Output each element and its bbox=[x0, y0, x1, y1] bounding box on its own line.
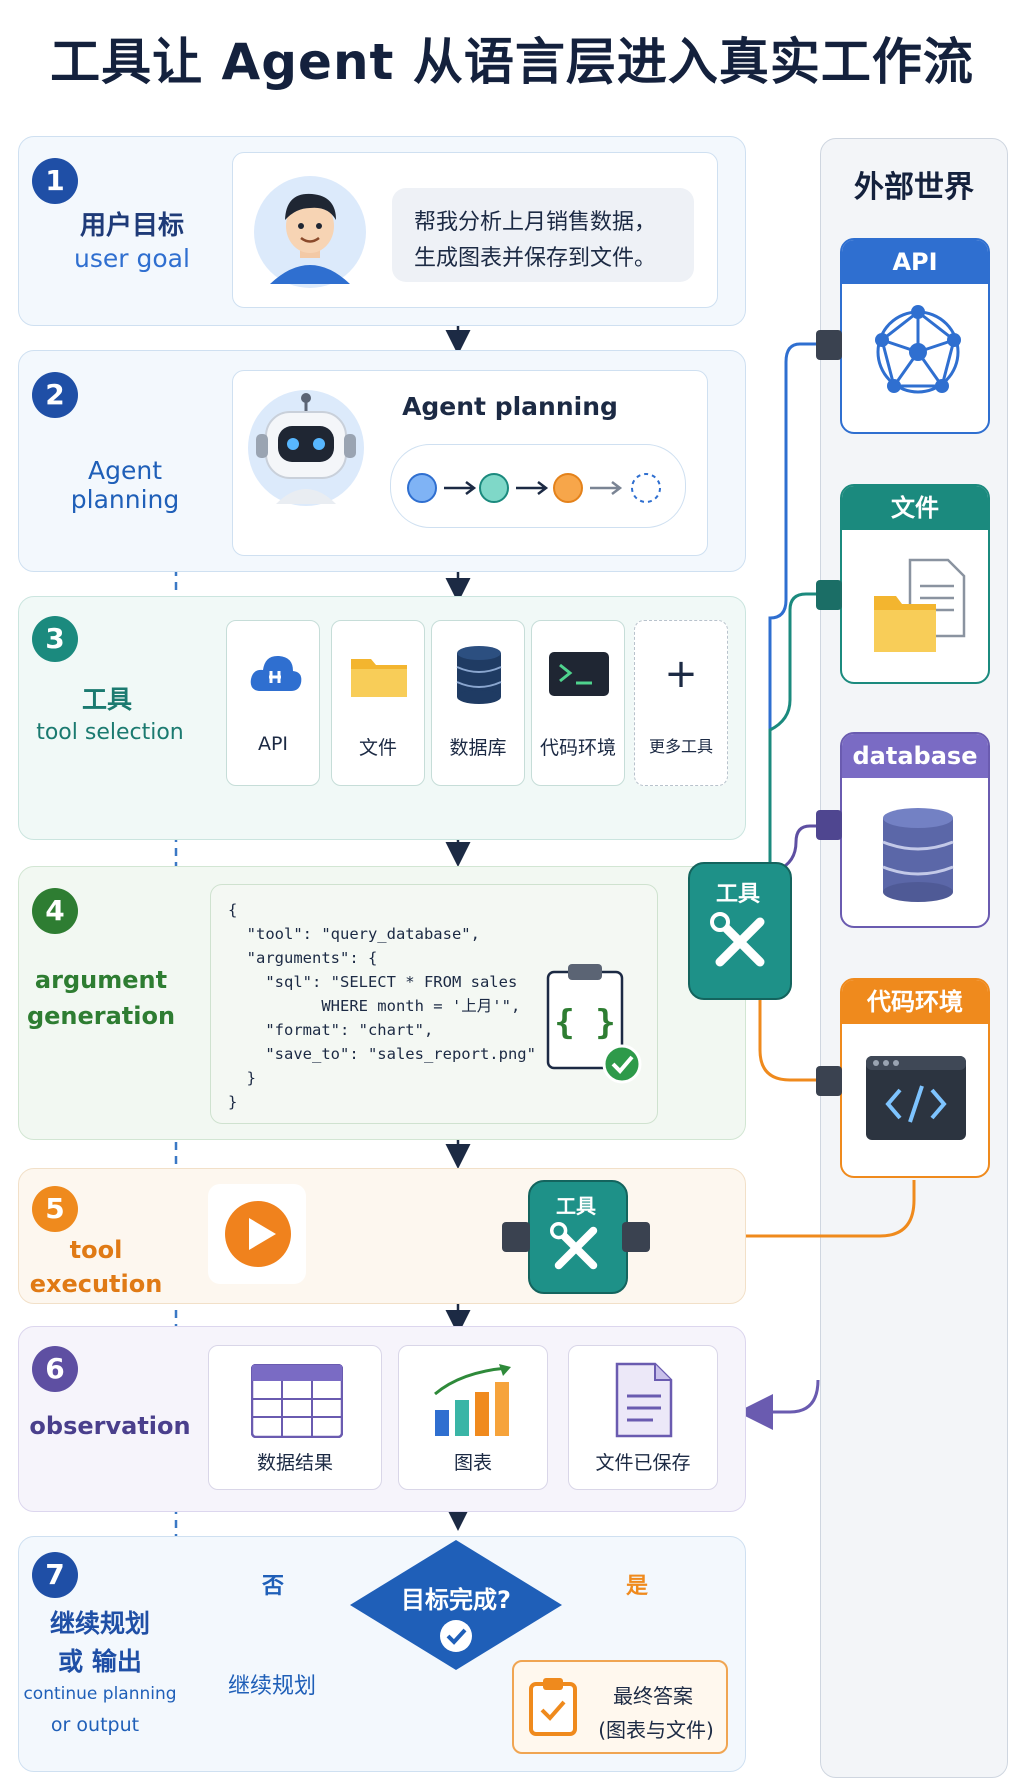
database-cylinder-icon bbox=[882, 808, 954, 902]
step-3-label-en: tool selection bbox=[36, 720, 184, 745]
tool-database-label: 数据库 bbox=[449, 737, 507, 759]
decision-check-icon bbox=[438, 1618, 474, 1658]
tool-more-card[interactable]: + 更多工具 bbox=[634, 620, 728, 786]
step-4-number: 4 bbox=[32, 888, 78, 934]
user-avatar bbox=[252, 174, 368, 294]
folder-icon bbox=[351, 659, 407, 697]
step-3-label-zh: 工具 bbox=[81, 685, 132, 714]
tool-more-label: 更多工具 bbox=[648, 737, 713, 756]
folder-document-icon bbox=[874, 558, 966, 652]
exec-hub-label: 工具 bbox=[556, 1194, 596, 1218]
code-window-icon bbox=[866, 1056, 966, 1140]
result-data-card: 数据结果 bbox=[208, 1345, 382, 1490]
tool-hub-label: 工具 bbox=[715, 882, 760, 907]
step-4-label-line-2: generation bbox=[26, 1002, 176, 1030]
clipboard-icon bbox=[528, 1676, 578, 1740]
code-env-plug bbox=[816, 1066, 842, 1096]
code-line-4: "sql": "SELECT * FROM sales bbox=[228, 973, 518, 991]
result-data-label: 数据结果 bbox=[256, 1452, 333, 1474]
step-2-number: 2 bbox=[32, 372, 78, 418]
external-code-env-title: 代码环境 bbox=[842, 980, 988, 1024]
step-3-number: 3 bbox=[32, 616, 78, 662]
plan-sequence bbox=[404, 468, 674, 512]
network-icon bbox=[875, 305, 961, 394]
database-plug bbox=[816, 810, 842, 840]
tool-database-card[interactable]: 数据库 bbox=[431, 620, 525, 786]
code-line-9: } bbox=[228, 1093, 238, 1111]
step-1-label-en: user goal bbox=[74, 244, 190, 273]
result-file-label: 文件已保存 bbox=[595, 1452, 691, 1474]
step-2-label: Agent planning bbox=[70, 456, 180, 514]
table-icon bbox=[251, 1364, 343, 1438]
step-5-label-line-2: execution bbox=[29, 1270, 163, 1298]
external-api-title: API bbox=[842, 240, 988, 284]
decision-label: 目标完成? bbox=[401, 1586, 511, 1614]
tool-code-label: 代码环境 bbox=[539, 737, 616, 759]
step-5-number: 5 bbox=[32, 1186, 78, 1232]
continue-planning-label[interactable]: 继续规划 bbox=[228, 1674, 317, 1699]
decision-diamond bbox=[348, 1538, 564, 1676]
terminal-icon bbox=[549, 652, 609, 696]
robot-icon bbox=[246, 386, 366, 514]
svg-text:{ }: { } bbox=[554, 1003, 615, 1043]
user-goal-line-1: 帮我分析上月销售数据， bbox=[414, 210, 657, 235]
agent-card-title: Agent planning bbox=[402, 392, 618, 421]
external-file: 文件 bbox=[840, 484, 990, 684]
final-answer-line-1: 最终答案 bbox=[613, 1684, 693, 1708]
exec-plug-right bbox=[622, 1222, 650, 1252]
result-file-card: 文件已保存 bbox=[568, 1345, 718, 1490]
plus-icon: + bbox=[664, 651, 698, 697]
file-plug bbox=[816, 580, 842, 610]
step-7-number: 7 bbox=[32, 1552, 78, 1598]
wrench-screwdriver-icon bbox=[710, 912, 770, 976]
play-icon[interactable] bbox=[224, 1200, 292, 1272]
tool-file-label: 文件 bbox=[358, 737, 397, 759]
tool-code-card[interactable]: 代码环境 bbox=[531, 620, 625, 786]
branch-yes-label: 是 bbox=[626, 1574, 649, 1599]
branch-no-label: 否 bbox=[262, 1574, 285, 1599]
plan-sequence-bubble bbox=[390, 444, 686, 528]
step-7-label-en-2: or output bbox=[50, 1714, 140, 1736]
external-database: database bbox=[840, 732, 990, 928]
tool-hub bbox=[688, 862, 792, 1000]
step-7-label-en-1: continue planning bbox=[23, 1684, 177, 1704]
result-chart-label: 图表 bbox=[453, 1452, 492, 1474]
step-1-number: 1 bbox=[32, 158, 78, 204]
external-api: API bbox=[840, 238, 990, 434]
step-7-label-line-1: 继续规划 bbox=[49, 1609, 150, 1638]
tool-api-label: API bbox=[257, 733, 289, 755]
page-title: 工具让 Agent 从语言层进入真实工作流 bbox=[50, 33, 974, 91]
code-line-5: WHERE month = '上月'", bbox=[228, 997, 521, 1015]
tool-api-card[interactable]: API bbox=[226, 620, 320, 786]
code-line-7: "save_to": "sales_report.png" bbox=[228, 1045, 536, 1063]
step-7-label-line-2: 或 输出 bbox=[58, 1647, 142, 1676]
code-line-3: "arguments": { bbox=[228, 949, 378, 967]
cloud-api-icon bbox=[250, 655, 302, 691]
clipboard-check-icon: { } bbox=[544, 958, 644, 1098]
code-line-6: "format": "chart", bbox=[228, 1021, 434, 1039]
code-line-1: { bbox=[228, 901, 238, 919]
step-5-label-line-1: tool bbox=[69, 1236, 123, 1264]
step-6-number: 6 bbox=[32, 1346, 78, 1392]
document-icon bbox=[615, 1362, 673, 1438]
database-icon bbox=[456, 646, 502, 704]
user-goal-bubble bbox=[392, 188, 694, 282]
external-database-title: database bbox=[842, 734, 988, 778]
exec-plug-left bbox=[502, 1222, 530, 1252]
api-plug bbox=[816, 330, 842, 360]
code-line-2: "tool": "query_database", bbox=[228, 925, 480, 943]
exec-wrench-icon bbox=[550, 1222, 602, 1278]
external-world-title: 外部世界 bbox=[854, 170, 974, 205]
external-code-env: 代码环境 bbox=[840, 978, 990, 1178]
external-file-title: 文件 bbox=[842, 486, 988, 530]
step-1-label-zh: 用户目标 bbox=[79, 211, 184, 241]
step-6-label: observation bbox=[29, 1412, 191, 1440]
chart-icon bbox=[434, 1364, 511, 1436]
step-4-label-line-1: argument bbox=[34, 966, 168, 994]
user-goal-line-2: 生成图表并保存到文件。 bbox=[414, 246, 657, 271]
tool-file-card[interactable]: 文件 bbox=[331, 620, 425, 786]
result-chart-card: 图表 bbox=[398, 1345, 548, 1490]
code-line-8: } bbox=[228, 1069, 256, 1087]
final-answer-line-2: (图表与文件) bbox=[598, 1718, 714, 1742]
